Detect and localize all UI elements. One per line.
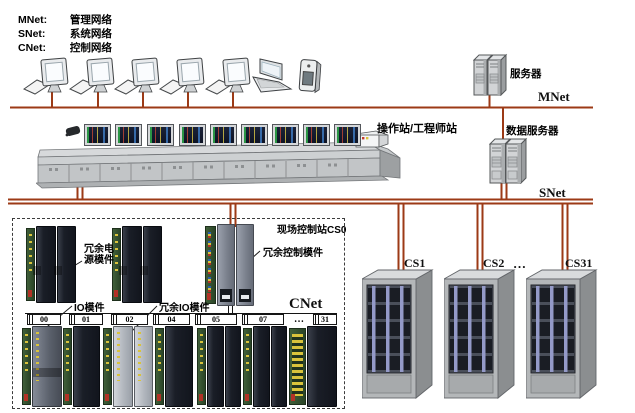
console-monitor: [241, 124, 268, 146]
data-server-icon: [489, 136, 529, 184]
terminal-board: [289, 328, 306, 405]
pcb-board: [103, 328, 112, 405]
cnet-label: CNet: [289, 296, 323, 312]
cnet-tap-00: 00: [27, 314, 61, 325]
cabinet-label-cs1: CS1: [404, 256, 426, 270]
pcb-board: [197, 328, 206, 405]
io-module-group: [243, 326, 287, 407]
network-ports: [239, 289, 251, 302]
server-label: 服务器: [510, 68, 542, 80]
controller-module: [217, 224, 235, 306]
power-module: [122, 226, 142, 303]
legend-value: 系统网络: [69, 28, 112, 40]
console-monitor: [179, 124, 206, 146]
power-module: [142, 226, 162, 303]
io-module-group: [289, 326, 337, 407]
telephone-icon: [65, 126, 81, 137]
legend-key: CNet:: [18, 42, 46, 54]
io-module: [165, 326, 193, 407]
handheld-device-icon: [296, 57, 322, 97]
io-module-group: [63, 326, 100, 407]
control-cabinet: [362, 267, 434, 412]
io-module: [32, 326, 62, 407]
control-cabinet: [444, 267, 516, 412]
io-module-group: [22, 326, 62, 407]
workstation-computer-icon: [22, 56, 72, 98]
controller-module-group: [205, 224, 255, 306]
io-module: [270, 326, 287, 407]
legend-key: SNet:: [18, 28, 46, 40]
power-module: [36, 226, 56, 303]
console-monitor: [147, 124, 174, 146]
console-monitor: [84, 124, 111, 146]
cnet-tap-07: 07: [242, 314, 284, 325]
pcb-board: [26, 228, 35, 302]
controller-module: [236, 224, 254, 306]
pcb-board: [243, 328, 252, 405]
io-module: [133, 326, 153, 407]
laptop-icon: [248, 57, 296, 95]
cabinet-label-cs2: CS2: [483, 256, 505, 270]
workstation-computer-icon: [158, 56, 208, 98]
control-cabinet: [526, 267, 598, 412]
io-module-label: IO模件: [74, 303, 105, 314]
pcb-board: [155, 328, 164, 405]
controller-module-label: 冗余控制模件: [263, 248, 323, 259]
data-server-label: 数据服务器: [506, 125, 559, 137]
console-monitor: [115, 124, 142, 146]
legend-value: 管理网络: [69, 14, 112, 26]
pcb-board: [112, 228, 121, 302]
legend-row-cnet: CNet: 控制网络: [18, 40, 112, 55]
power-module: [56, 226, 76, 303]
io-module: [207, 326, 224, 407]
workstation-computer-icon: [68, 56, 118, 98]
legend-value: 控制网络: [69, 42, 112, 54]
console-monitor: [334, 124, 361, 146]
field-control-station-box: [12, 218, 345, 409]
workstation-computer-icon: [204, 56, 254, 98]
cabinet-ellipsis: …: [513, 256, 527, 271]
printer-icon: [355, 130, 389, 148]
legend-key: MNet:: [18, 14, 48, 26]
power-module-group: [26, 226, 76, 303]
power-module-label: 冗余电 源模件: [84, 244, 114, 266]
mnet-label: MNet: [538, 89, 570, 104]
mnet-lines: [10, 90, 593, 139]
cnet-tap-04: 04: [153, 314, 190, 325]
cnet-tap-05: 05: [195, 314, 237, 325]
cnet-bus-lines: [25, 305, 337, 315]
console-monitor: [210, 124, 237, 146]
power-module-group: [112, 226, 162, 303]
io-module: [224, 326, 241, 407]
cnet-tap-ellipsis: …: [294, 314, 304, 325]
legend-row-snet: SNet: 系统网络: [18, 26, 112, 41]
io-module-group: [197, 326, 241, 407]
io-module: [307, 326, 337, 407]
console-label: 操作站/工程师站: [377, 123, 458, 135]
redundant-io-module-group: [103, 326, 153, 407]
network-ports: [220, 289, 232, 302]
cnet-tap-02: 02: [111, 314, 148, 325]
console-monitor: [303, 124, 330, 146]
cabinet-label-cs31: CS31: [565, 256, 593, 270]
io-module: [73, 326, 100, 407]
operator-console: [36, 118, 414, 190]
io-module-group: [155, 326, 193, 407]
io-module: [113, 326, 133, 407]
pcb-board: [22, 328, 31, 405]
snet-label: SNet: [539, 185, 566, 200]
io-module: [253, 326, 270, 407]
pcb-board: [63, 328, 72, 405]
legend-row-mnet: MNet: 管理网络: [18, 12, 112, 27]
server-icon: [473, 52, 509, 96]
station-title: 现场控制站CS0: [277, 225, 347, 236]
workstation-computer-icon: [113, 56, 163, 98]
pcb-board: [205, 226, 216, 304]
redundant-io-module-label: 冗余IO模件: [159, 303, 210, 314]
cnet-tap-01: 01: [69, 314, 103, 325]
cnet-tap-31: 31: [313, 314, 337, 325]
console-monitor: [272, 124, 299, 146]
